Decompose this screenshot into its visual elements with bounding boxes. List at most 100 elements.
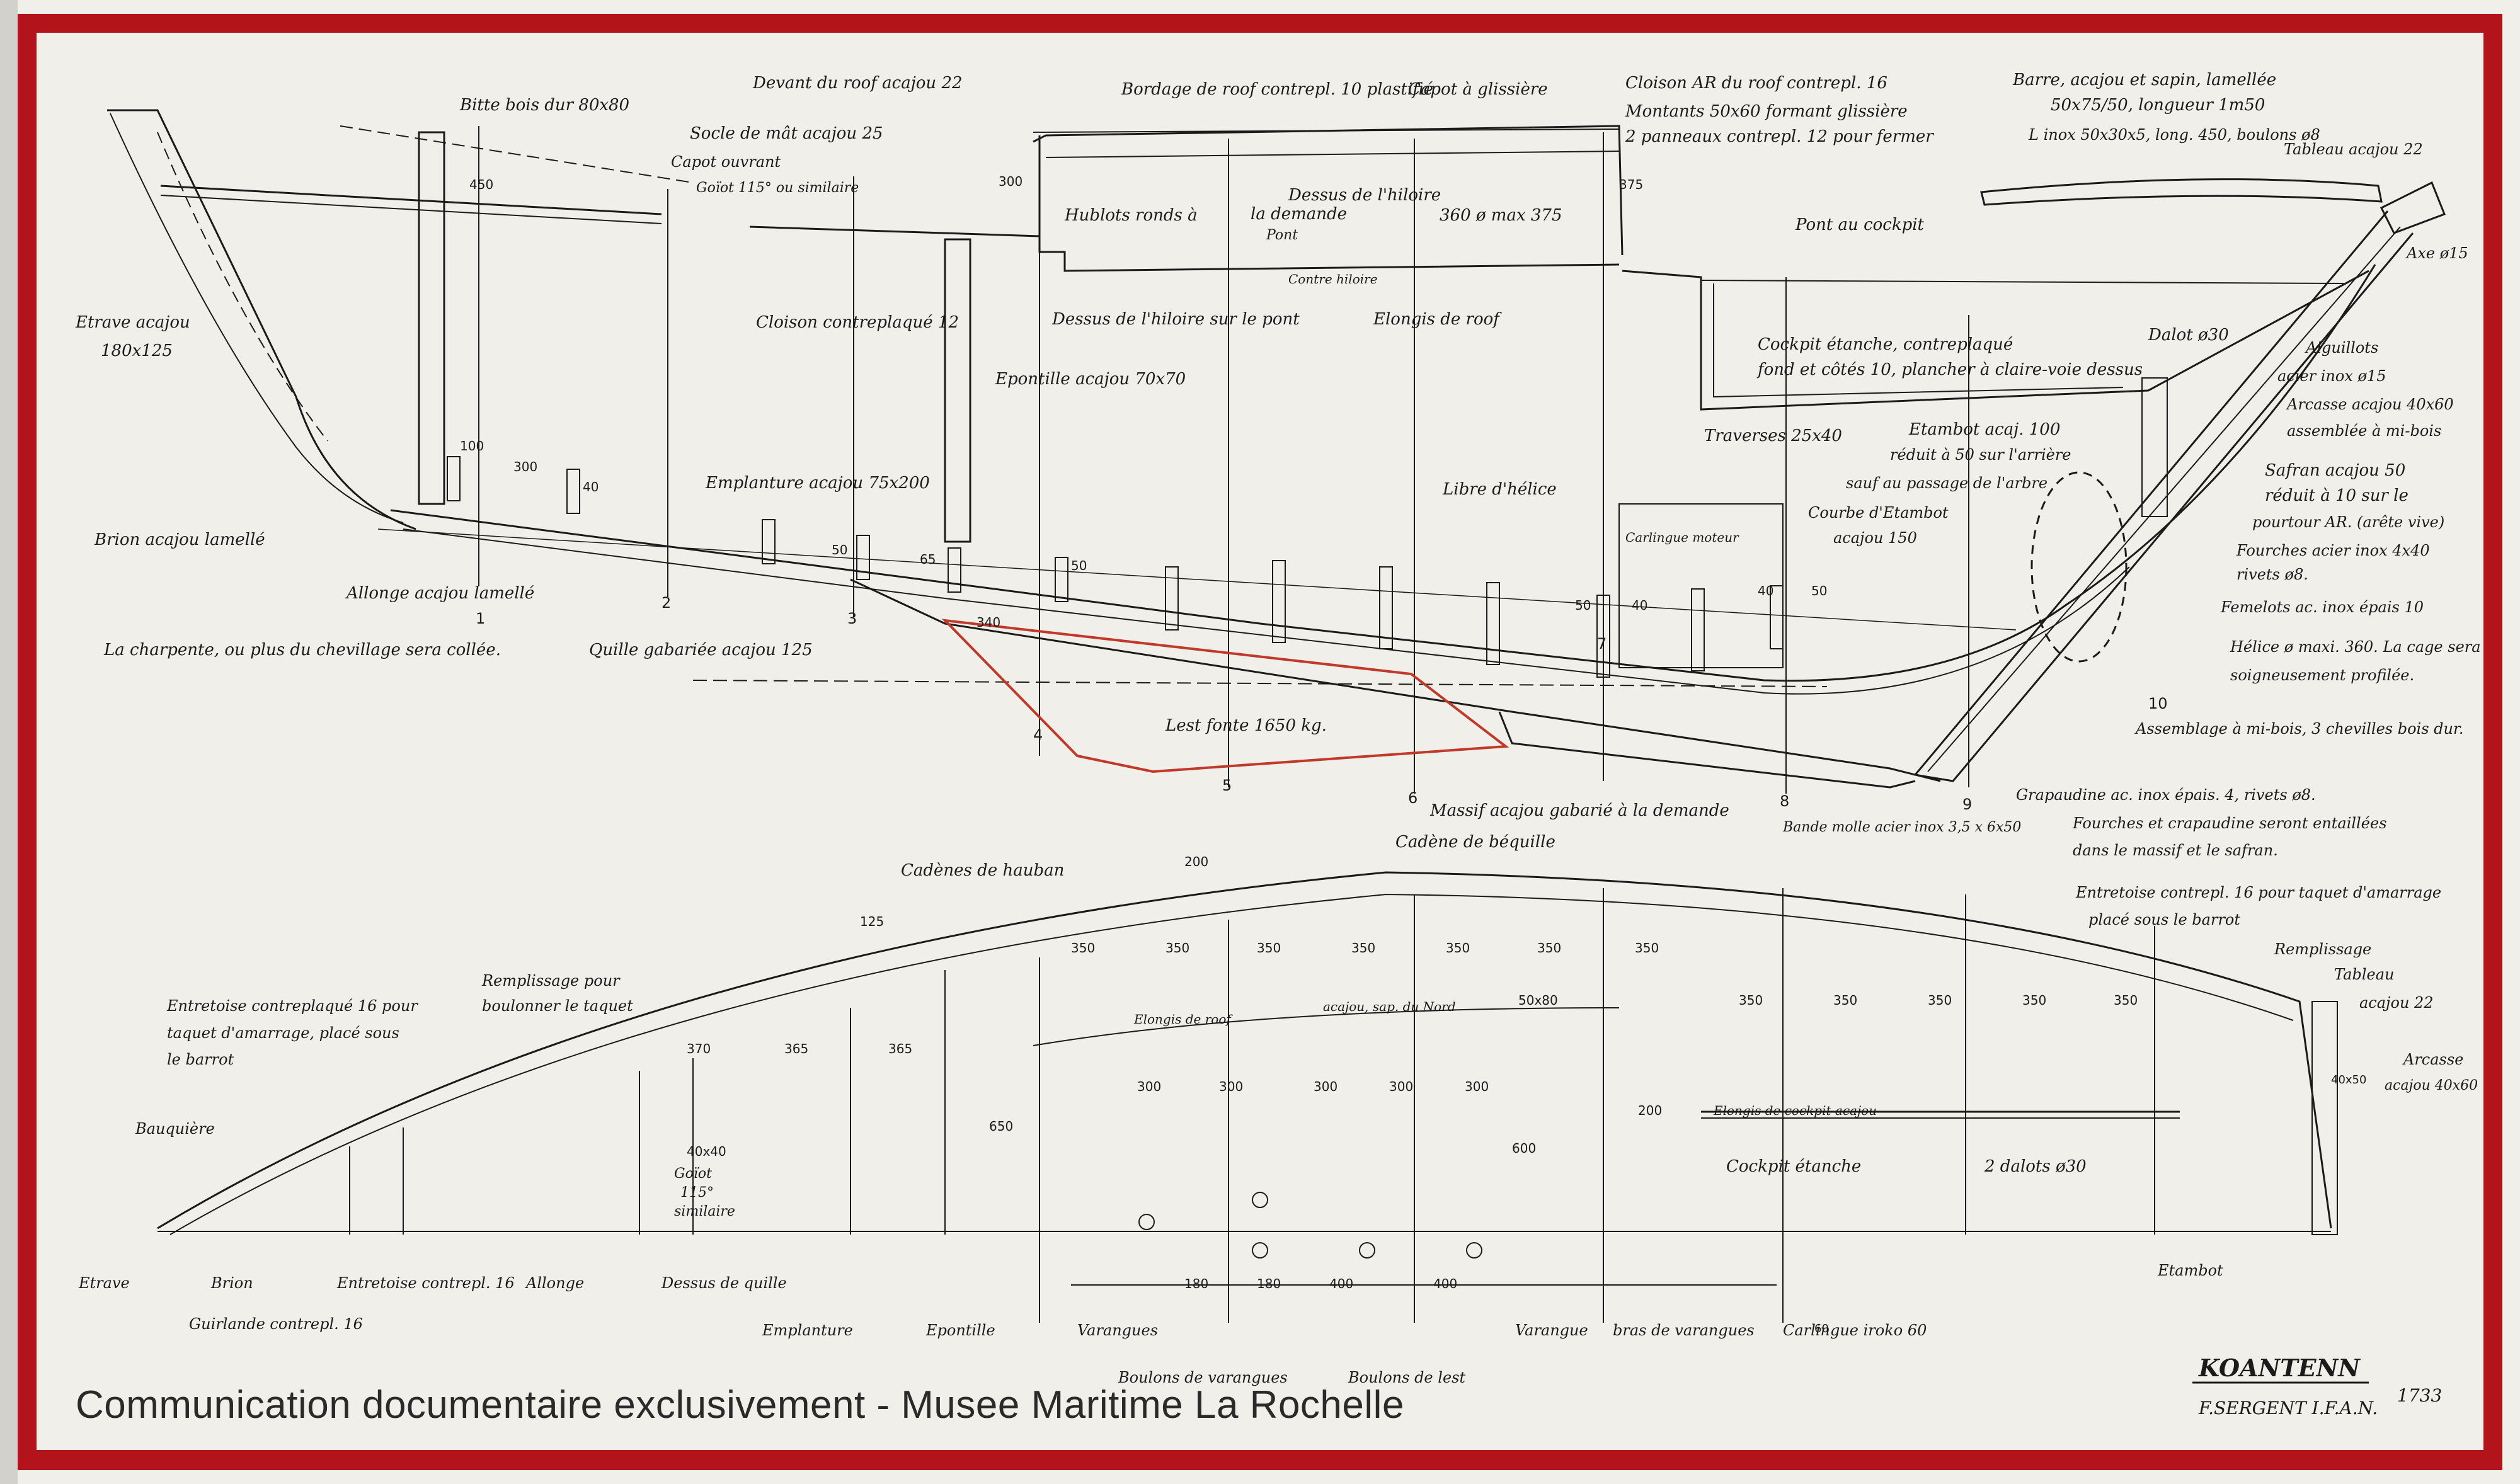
dim: 350: [2114, 993, 2138, 1008]
label-bauquiere: Bauquière: [135, 1120, 215, 1138]
label-barre-dims: 50x75/50, longueur 1m50: [2051, 96, 2265, 115]
label-dalots: 2 dalots ø30: [1984, 1157, 2087, 1176]
drawing-stroke: [1138, 1214, 1155, 1230]
dim: 350: [1351, 940, 1375, 956]
label-pont: Pont: [1266, 227, 1298, 243]
label-dessus-hiloire: Dessus de l'hiloire: [1288, 186, 1441, 205]
dim: 40: [583, 479, 598, 494]
rudder-stock-inner: [1927, 226, 2401, 772]
label-carlingue: Carlingue moteur: [1625, 530, 1739, 545]
label-lest: Lest fonte 1650 kg.: [1165, 716, 1327, 735]
dim: 50: [1575, 598, 1591, 613]
label-goiot: Goïot 115° ou similaire: [696, 180, 859, 196]
drawing-stroke: [1596, 595, 1610, 678]
dim: 350: [1928, 993, 1952, 1008]
label-safran2: réduit à 10 sur le: [2265, 486, 2408, 505]
dim: 300: [1314, 1079, 1337, 1094]
dim: 300: [1219, 1079, 1243, 1094]
label-etambot3: sauf au passage de l'arbre: [1846, 474, 2048, 492]
dim: 300: [1389, 1079, 1413, 1094]
dim: 350: [1257, 940, 1281, 956]
label-contre-hiloire: Contre hiloire: [1288, 271, 1378, 287]
label-safran3: pourtour AR. (arête vive): [2252, 513, 2444, 531]
dim: 200: [1184, 854, 1208, 869]
label-hublots2: la demande: [1251, 205, 1347, 224]
label-traverses: Traverses 25x40: [1704, 426, 1842, 445]
stem-dashed: [157, 132, 328, 442]
plan-dimensions: 200 125 350 350 350 350 350 350 350 350 …: [687, 854, 2366, 1335]
label-grapaudine2: Fourches et crapaudine seront entaillées: [2072, 814, 2386, 832]
label-grapaudine3: dans le massif et le safran.: [2073, 842, 2278, 859]
roof-inner-line: [1045, 151, 1620, 158]
label-elongis-roof: Elongis de roof: [1373, 310, 1502, 329]
label-courbe: Courbe d'Etambot: [1808, 504, 1949, 522]
label-etrave-dims: 180x125: [101, 341, 173, 360]
label-entretoise-tq2: taquet d'amarrage, placé sous: [167, 1024, 399, 1042]
side-view-profile: [107, 109, 2446, 794]
label-etambot2: réduit à 50 sur l'arrière: [1890, 446, 2071, 464]
drawing-stroke: [1691, 588, 1705, 671]
dim: 350: [1446, 940, 1470, 956]
dim: 180: [1257, 1276, 1281, 1291]
drawing-stroke: [447, 456, 461, 501]
red-frame-bottom: [18, 1450, 2502, 1470]
drawing-stroke: [1466, 1242, 1482, 1259]
label-arcasse-plan2: acajou 40x60: [2385, 1078, 2478, 1093]
label-devant-roof: Devant du roof acajou 22: [752, 74, 963, 93]
tiller: [1980, 178, 2383, 206]
label-elongis-roof-plan: Elongis de roof: [1133, 1012, 1233, 1027]
legend-lest: Boulons de lest: [1348, 1369, 1465, 1386]
label-bande-molle: Bande molle acier inox 3,5 x 6x50: [1782, 819, 2021, 835]
label-pont-cockpit: Pont au cockpit: [1795, 215, 1925, 234]
label-arcasse-plan: Arcasse: [2402, 1051, 2463, 1068]
label-hublots: Hublots ronds à: [1064, 206, 1198, 225]
foredeck-line: [160, 185, 662, 215]
legend-bolts: Boulons de varangues: [1118, 1369, 1288, 1386]
drawing-stroke: [1165, 566, 1179, 631]
label-grapaudine: Grapaudine ac. inox épais. 4, rivets ø8.: [2016, 786, 2316, 804]
dim: 65: [920, 552, 936, 567]
label-epontille-plan: Epontille: [925, 1321, 995, 1339]
label-goiot-plan3: similaire: [674, 1204, 735, 1219]
label-ladene-bequille: Cadène de béquille: [1395, 833, 1555, 852]
dim: 40: [1632, 598, 1647, 613]
bitt: [418, 131, 445, 505]
drawing-stroke: [1486, 582, 1500, 665]
red-frame-right: [2483, 14, 2502, 1469]
station-number: 1: [476, 610, 485, 627]
label-axe: Axe ø15: [2405, 244, 2468, 262]
dim: 365: [888, 1041, 912, 1056]
mast-support: [944, 238, 971, 543]
sheer-dashed: [340, 125, 694, 183]
ballast-keel: [941, 619, 1509, 773]
label-etambot: Etambot acaj. 100: [1908, 420, 2060, 439]
plan-view: [157, 871, 2338, 1323]
roof-front-line: [749, 225, 1040, 237]
dim: 350: [1071, 940, 1095, 956]
drawing-stroke: [1252, 1242, 1268, 1259]
label-assemblage: Assemblage à mi-bois, 3 chevilles bois d…: [2134, 720, 2463, 738]
label-bordage-roof: Bordage de roof contrepl. 10 plastifié: [1121, 80, 1433, 99]
label-cloison-ar-roof: Cloison AR du roof contrepl. 16: [1625, 74, 1887, 93]
deck-outline-plan: [157, 871, 2332, 1230]
label-guirlande: Guirlande contrepl. 16: [189, 1315, 363, 1333]
label-emplanture: Emplanture acajou 75x200: [705, 474, 930, 493]
label-barre-inox: L inox 50x30x5, long. 450, boulons ø8: [2028, 126, 2320, 144]
drawing-stroke: [1252, 1192, 1268, 1208]
label-varangue: Varangue: [1515, 1321, 1588, 1339]
label-allonge-plan: Allonge: [525, 1274, 584, 1292]
drawing-stroke: [1359, 1242, 1375, 1259]
label-dia-max: 360 ø max 375: [1440, 206, 1562, 225]
label-tableau-plan2: acajou 22: [2359, 994, 2434, 1012]
label-remplissage2: boulonner le taquet: [482, 997, 633, 1015]
label-cockpit-etanche: Cockpit étanche, contreplaqué: [1758, 335, 2013, 354]
cockpit-deck: [1622, 270, 2369, 411]
dim: 300: [999, 174, 1022, 189]
label-brion-plan: Brion: [210, 1274, 253, 1292]
dim: 40: [1758, 583, 1773, 598]
dim: 350: [1739, 993, 1763, 1008]
dim: 400: [1433, 1276, 1457, 1291]
label-dalot: Dalot ø30: [2148, 326, 2229, 345]
